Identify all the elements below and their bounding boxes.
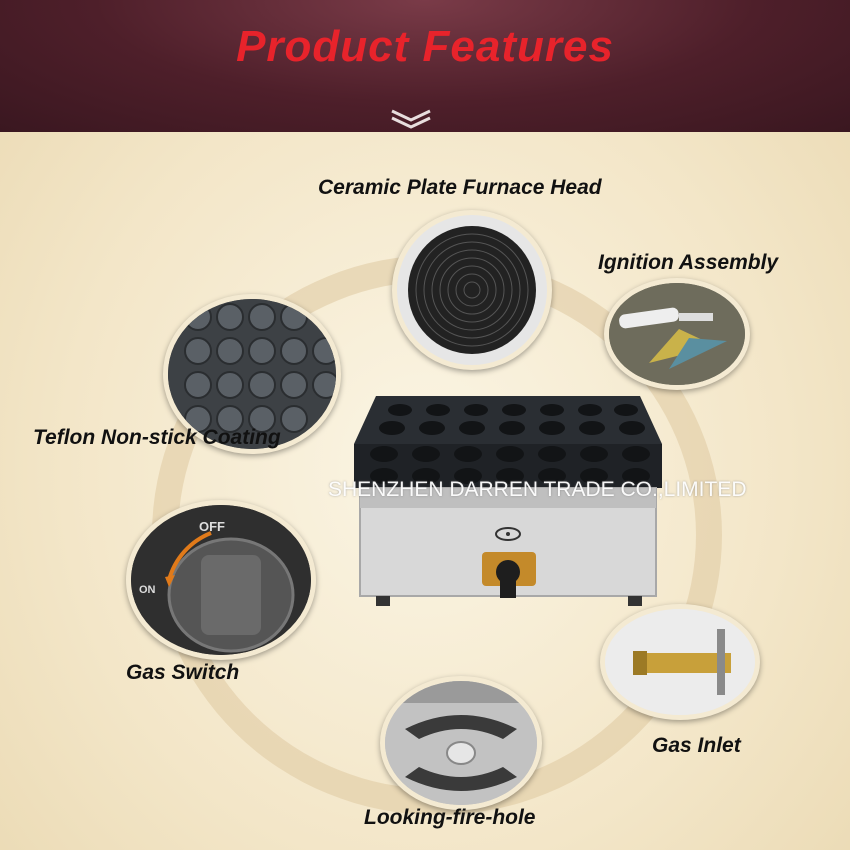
- ceramic-plate-image: [392, 210, 552, 370]
- gas-switch-image: OFF ON: [126, 500, 316, 660]
- teflon-coating-image: [163, 294, 341, 454]
- gas-inlet-image: [600, 604, 760, 720]
- label-fire-hole: Looking-fire-hole: [364, 806, 536, 829]
- double-chevron-down-icon: [391, 109, 431, 129]
- watermark-text: SHENZHEN DARREN TRADE CO.,LIMITED: [328, 478, 747, 501]
- waffle-machine-image: [354, 396, 662, 606]
- label-gas-switch: Gas Switch: [126, 661, 240, 684]
- page-title: Product Features: [236, 22, 614, 71]
- ignition-assembly-image: [604, 278, 750, 390]
- label-furnace-head: Ceramic Plate Furnace Head: [318, 176, 602, 199]
- svg-text:OFF: OFF: [199, 519, 225, 534]
- label-ignition: Ignition Assembly: [598, 251, 779, 274]
- label-gas-inlet: Gas Inlet: [652, 734, 741, 757]
- svg-text:ON: ON: [139, 584, 156, 596]
- label-coating: Teflon Non-stick Coating: [33, 426, 281, 449]
- header-banner: Product Features: [0, 0, 850, 132]
- looking-fire-hole-image: [380, 676, 542, 810]
